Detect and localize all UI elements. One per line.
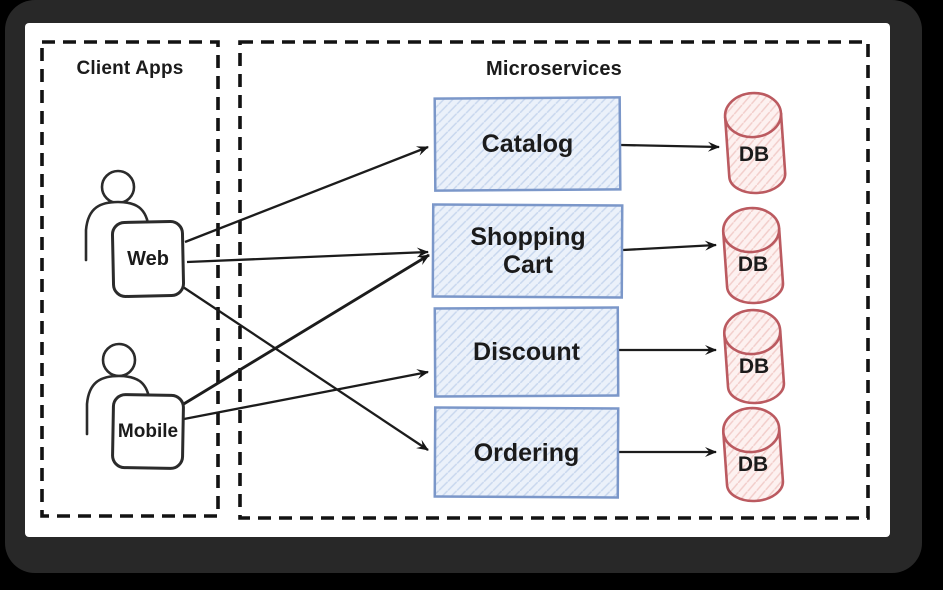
client-apps-container bbox=[40, 40, 220, 518]
discount-db-cylinder bbox=[722, 308, 786, 405]
client-apps-title: Client Apps bbox=[76, 58, 184, 80]
microservices-container bbox=[238, 40, 870, 520]
catalog-service-label: Catalog bbox=[481, 130, 574, 158]
shopping-cart-db-cylinder bbox=[721, 206, 785, 305]
shopping-cart-service-box bbox=[431, 203, 624, 299]
ordering-db-cylinder bbox=[721, 406, 785, 503]
service-db-arrows bbox=[619, 141, 720, 457]
discount-db-label: DB bbox=[738, 355, 770, 379]
discount-service-box bbox=[433, 306, 620, 398]
web-client-box bbox=[110, 220, 186, 298]
arrow-web-to-shopping-cart bbox=[186, 247, 429, 264]
arrow-web-to-catalog bbox=[184, 145, 429, 244]
shopping-cart-db-label: DB bbox=[737, 253, 769, 277]
discount-service-label: Discount bbox=[473, 338, 580, 366]
client-service-arrows bbox=[181, 145, 430, 451]
shopping-cart-service-label: Shopping Cart bbox=[470, 223, 586, 279]
ordering-service-label: Ordering bbox=[473, 438, 580, 467]
web-client-label: Web bbox=[127, 247, 169, 270]
diagram-artwork bbox=[40, 40, 870, 520]
mobile-client-box bbox=[111, 393, 185, 470]
arrow-mobile-to-discount bbox=[183, 369, 429, 421]
diagram-canvas: Client Apps Microservices Web Mobile Cat… bbox=[25, 23, 890, 537]
ordering-db-label: DB bbox=[737, 453, 769, 477]
catalog-db-label: DB bbox=[738, 143, 770, 167]
arrow-web-to-ordering bbox=[182, 286, 429, 451]
catalog-service-box bbox=[433, 96, 622, 192]
db-cylinders bbox=[721, 91, 787, 503]
catalog-db-cylinder bbox=[723, 91, 787, 195]
arrow-catalog-to-db bbox=[620, 141, 720, 152]
mobile-client-label: Mobile bbox=[117, 420, 179, 442]
microservices-title: Microservices bbox=[485, 57, 623, 80]
arrow-mobile-to-shopping-cart bbox=[181, 253, 430, 407]
arrow-shopping-cart-to-db bbox=[622, 240, 717, 252]
ordering-service-box bbox=[433, 406, 620, 499]
service-boxes bbox=[431, 96, 624, 499]
